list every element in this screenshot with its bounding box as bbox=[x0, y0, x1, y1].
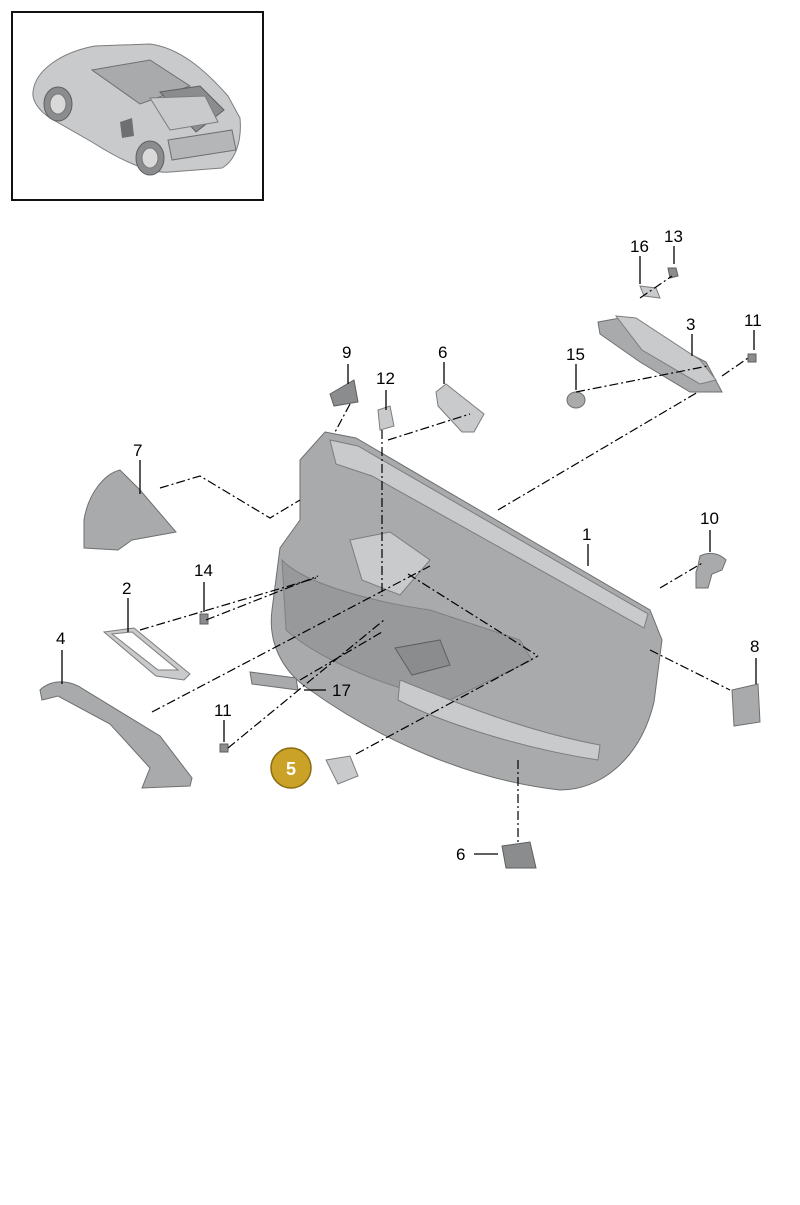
callout-leaders bbox=[61, 246, 757, 855]
callout-5-highlight[interactable]: 5 bbox=[270, 747, 312, 789]
callout-11-top: 11 bbox=[744, 311, 762, 330]
callout-3: 3 bbox=[686, 315, 695, 334]
part-14-clip bbox=[199, 613, 209, 625]
callout-6-bottom: 6 bbox=[456, 845, 465, 864]
callout-17: 17 bbox=[332, 681, 351, 700]
callout-16: 16 bbox=[630, 237, 649, 256]
callout-1: 1 bbox=[582, 525, 591, 544]
part-11-screw-top bbox=[747, 353, 757, 363]
part-9-cap bbox=[329, 379, 359, 407]
part-6-handle-cover-bottom bbox=[501, 841, 537, 869]
part-7-mirror-trim bbox=[83, 469, 177, 551]
part-13-nut bbox=[667, 267, 679, 279]
callout-12: 12 bbox=[376, 369, 395, 388]
callout-2: 2 bbox=[122, 579, 131, 598]
car-illustration bbox=[32, 43, 241, 176]
callout-9: 9 bbox=[342, 343, 351, 362]
part-17-strip bbox=[249, 671, 299, 691]
part-10-grommet bbox=[695, 552, 727, 589]
callout-10: 10 bbox=[700, 509, 719, 528]
callout-7: 7 bbox=[133, 441, 142, 460]
callout-5: 5 bbox=[286, 759, 296, 779]
part-11-screw-bottom bbox=[219, 743, 229, 753]
callout-11-bottom: 11 bbox=[214, 701, 232, 720]
part-8-end-cap bbox=[731, 683, 761, 727]
callout-4: 4 bbox=[56, 629, 65, 648]
part-5-cover bbox=[325, 755, 359, 785]
assembly-guide-lines bbox=[139, 275, 749, 842]
mount-bracket bbox=[597, 315, 723, 393]
part-4-armrest-trim bbox=[39, 681, 193, 789]
part-6-handle-cover-top bbox=[435, 383, 485, 433]
callout-14: 14 bbox=[194, 561, 213, 580]
vehicle-thumbnail bbox=[11, 11, 264, 201]
callout-8: 8 bbox=[750, 637, 759, 656]
callout-15: 15 bbox=[566, 345, 585, 364]
callout-13: 13 bbox=[664, 227, 683, 246]
callout-6-top: 6 bbox=[438, 343, 447, 362]
part-15-plug bbox=[566, 391, 586, 409]
